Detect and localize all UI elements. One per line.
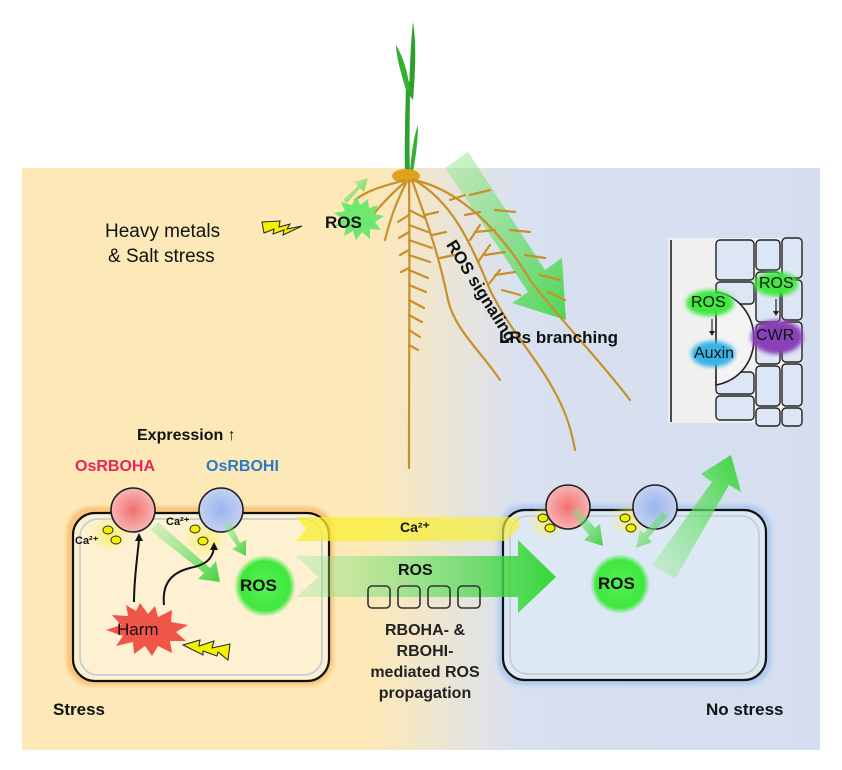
tissue-inset xyxy=(668,237,803,427)
propagation-caption-line: mediated ROS xyxy=(370,664,480,681)
propagation-caption-line: propagation xyxy=(378,685,472,702)
harm-to-rboha-arrow xyxy=(133,539,140,603)
inset-auxin-blob xyxy=(691,341,735,367)
intermediate-cells xyxy=(367,585,481,609)
right-rbohi-to-ros-arrow xyxy=(636,512,668,548)
inset-auxin-label: Auxin xyxy=(694,345,735,362)
harm-to-rbohi-arrow xyxy=(162,547,215,606)
expression-label: Expression ↑ xyxy=(137,427,236,444)
inset-ros-right-blob xyxy=(754,272,798,296)
harm-to-rboha-arrowhead xyxy=(135,533,143,541)
ca-label-left-1: Ca²⁺ xyxy=(75,535,99,547)
ros-blob-right xyxy=(590,554,650,614)
plant-shoot xyxy=(396,22,418,175)
inset-arrowhead-right xyxy=(773,311,779,316)
ros-to-inset-arrow xyxy=(652,455,741,579)
stress-condition-label: Stress xyxy=(53,700,105,719)
stress-factor-line2: & Salt stress xyxy=(108,246,215,267)
ros-propagation-arrow xyxy=(296,540,556,613)
inset-ros-left-label: ROS xyxy=(691,294,726,311)
rbohi-protein-left xyxy=(198,487,244,533)
ros-blob-left xyxy=(234,555,296,617)
harm-burst xyxy=(106,603,188,656)
propagation-ca-label: Ca²⁺ xyxy=(400,519,430,535)
ca-ions-left xyxy=(102,524,209,546)
ros-burst xyxy=(334,196,384,240)
seed xyxy=(392,169,420,183)
gene-label-rbohi: OsRBOHI xyxy=(206,458,279,475)
ca-propagation-band xyxy=(296,517,520,541)
harm-lightning-icon xyxy=(181,639,231,661)
right-rboha-to-ros-arrow xyxy=(570,508,603,546)
left-ros-label: ROS xyxy=(240,576,277,595)
lightning-bolt-icon xyxy=(261,220,303,236)
ca-ions-right xyxy=(537,513,637,533)
propagation-caption-line: RBOHI- xyxy=(396,643,454,660)
harm-label: Harm xyxy=(117,620,159,639)
inset-cwr-label: CWR xyxy=(756,327,795,344)
lrs-branching-label: LRs branching xyxy=(499,328,619,347)
ca-label-left-2: Ca²⁺ xyxy=(166,516,190,528)
inset-ros-right-label: ROS xyxy=(759,275,794,292)
propagation-caption-line: RBOHA- & xyxy=(385,622,465,639)
rboha-protein-left xyxy=(110,487,156,533)
propagation-caption: RBOHA- & RBOHI- mediated ROS propagation xyxy=(345,620,505,704)
no-stress-condition-label: No stress xyxy=(706,700,784,719)
inset-arrowhead-left xyxy=(709,331,715,336)
inset-ros-left-blob xyxy=(686,290,734,316)
root-system xyxy=(353,178,632,470)
inset-cwr-blob xyxy=(751,320,803,354)
rboha-to-ros-arrow xyxy=(150,522,220,582)
root-ros-label: ROS xyxy=(325,213,362,232)
propagation-ros-label: ROS xyxy=(398,562,433,579)
harm-to-rbohi-arrowhead xyxy=(210,542,218,550)
right-ros-label: ROS xyxy=(598,574,635,593)
stress-factor-line1: Heavy metals xyxy=(105,221,221,242)
small-ros-arrow xyxy=(343,178,368,203)
rbohi-to-ros-arrow xyxy=(222,521,246,556)
gene-label-rboha: OsRBOHA xyxy=(75,458,156,475)
